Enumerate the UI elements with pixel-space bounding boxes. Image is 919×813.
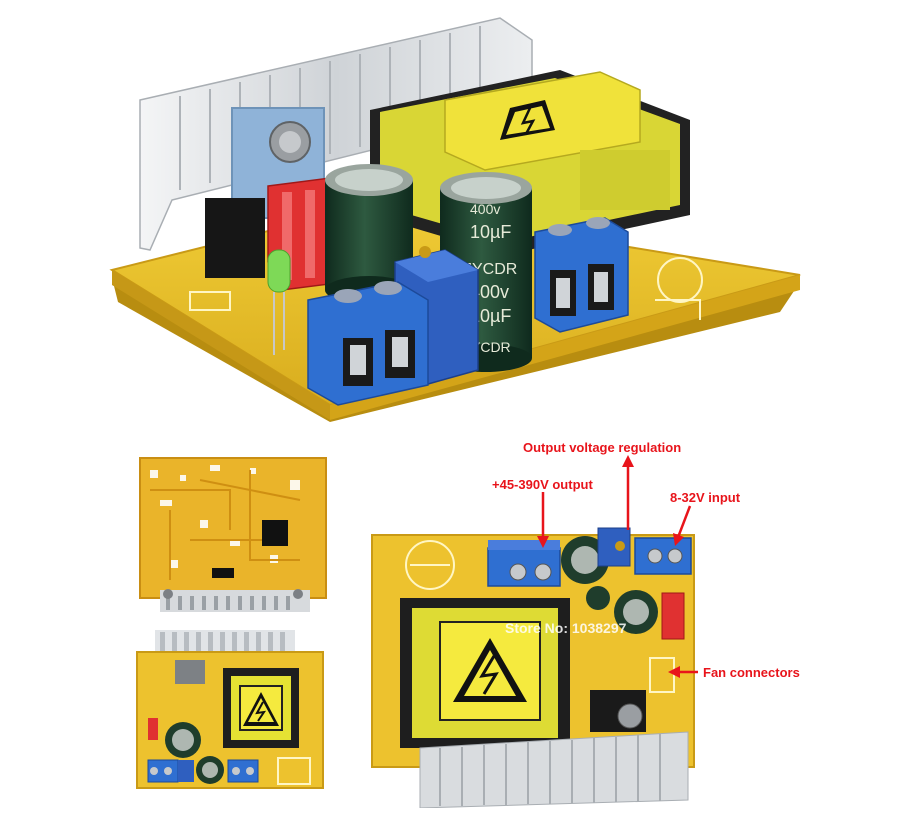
cap-value-top: 10µF — [470, 222, 511, 242]
top-terminal-right — [534, 217, 629, 333]
top-transformer — [370, 70, 690, 255]
cap-value-bottom: 10µF — [470, 306, 511, 326]
label-fan-connectors: Fan connectors — [703, 665, 800, 680]
cap-voltage: 400v — [470, 282, 509, 302]
board-annotated-view — [371, 455, 698, 809]
label-output: +45-390V output — [492, 477, 593, 492]
board-front-small-view — [136, 630, 324, 789]
top-board: 400v 10µF JYCDR 400v 10µF JYCDR — [109, 17, 801, 422]
board-back-view — [139, 457, 327, 612]
label-output-voltage-regulation: Output voltage regulation — [523, 440, 682, 455]
label-input: 8-32V input — [670, 490, 741, 505]
top-led — [267, 249, 291, 355]
annotation-arrows — [537, 455, 698, 678]
store-watermark: Store No: 1038297 — [505, 620, 627, 636]
cap-label-top: 400v — [470, 201, 500, 217]
top-terminal-left — [307, 281, 429, 406]
